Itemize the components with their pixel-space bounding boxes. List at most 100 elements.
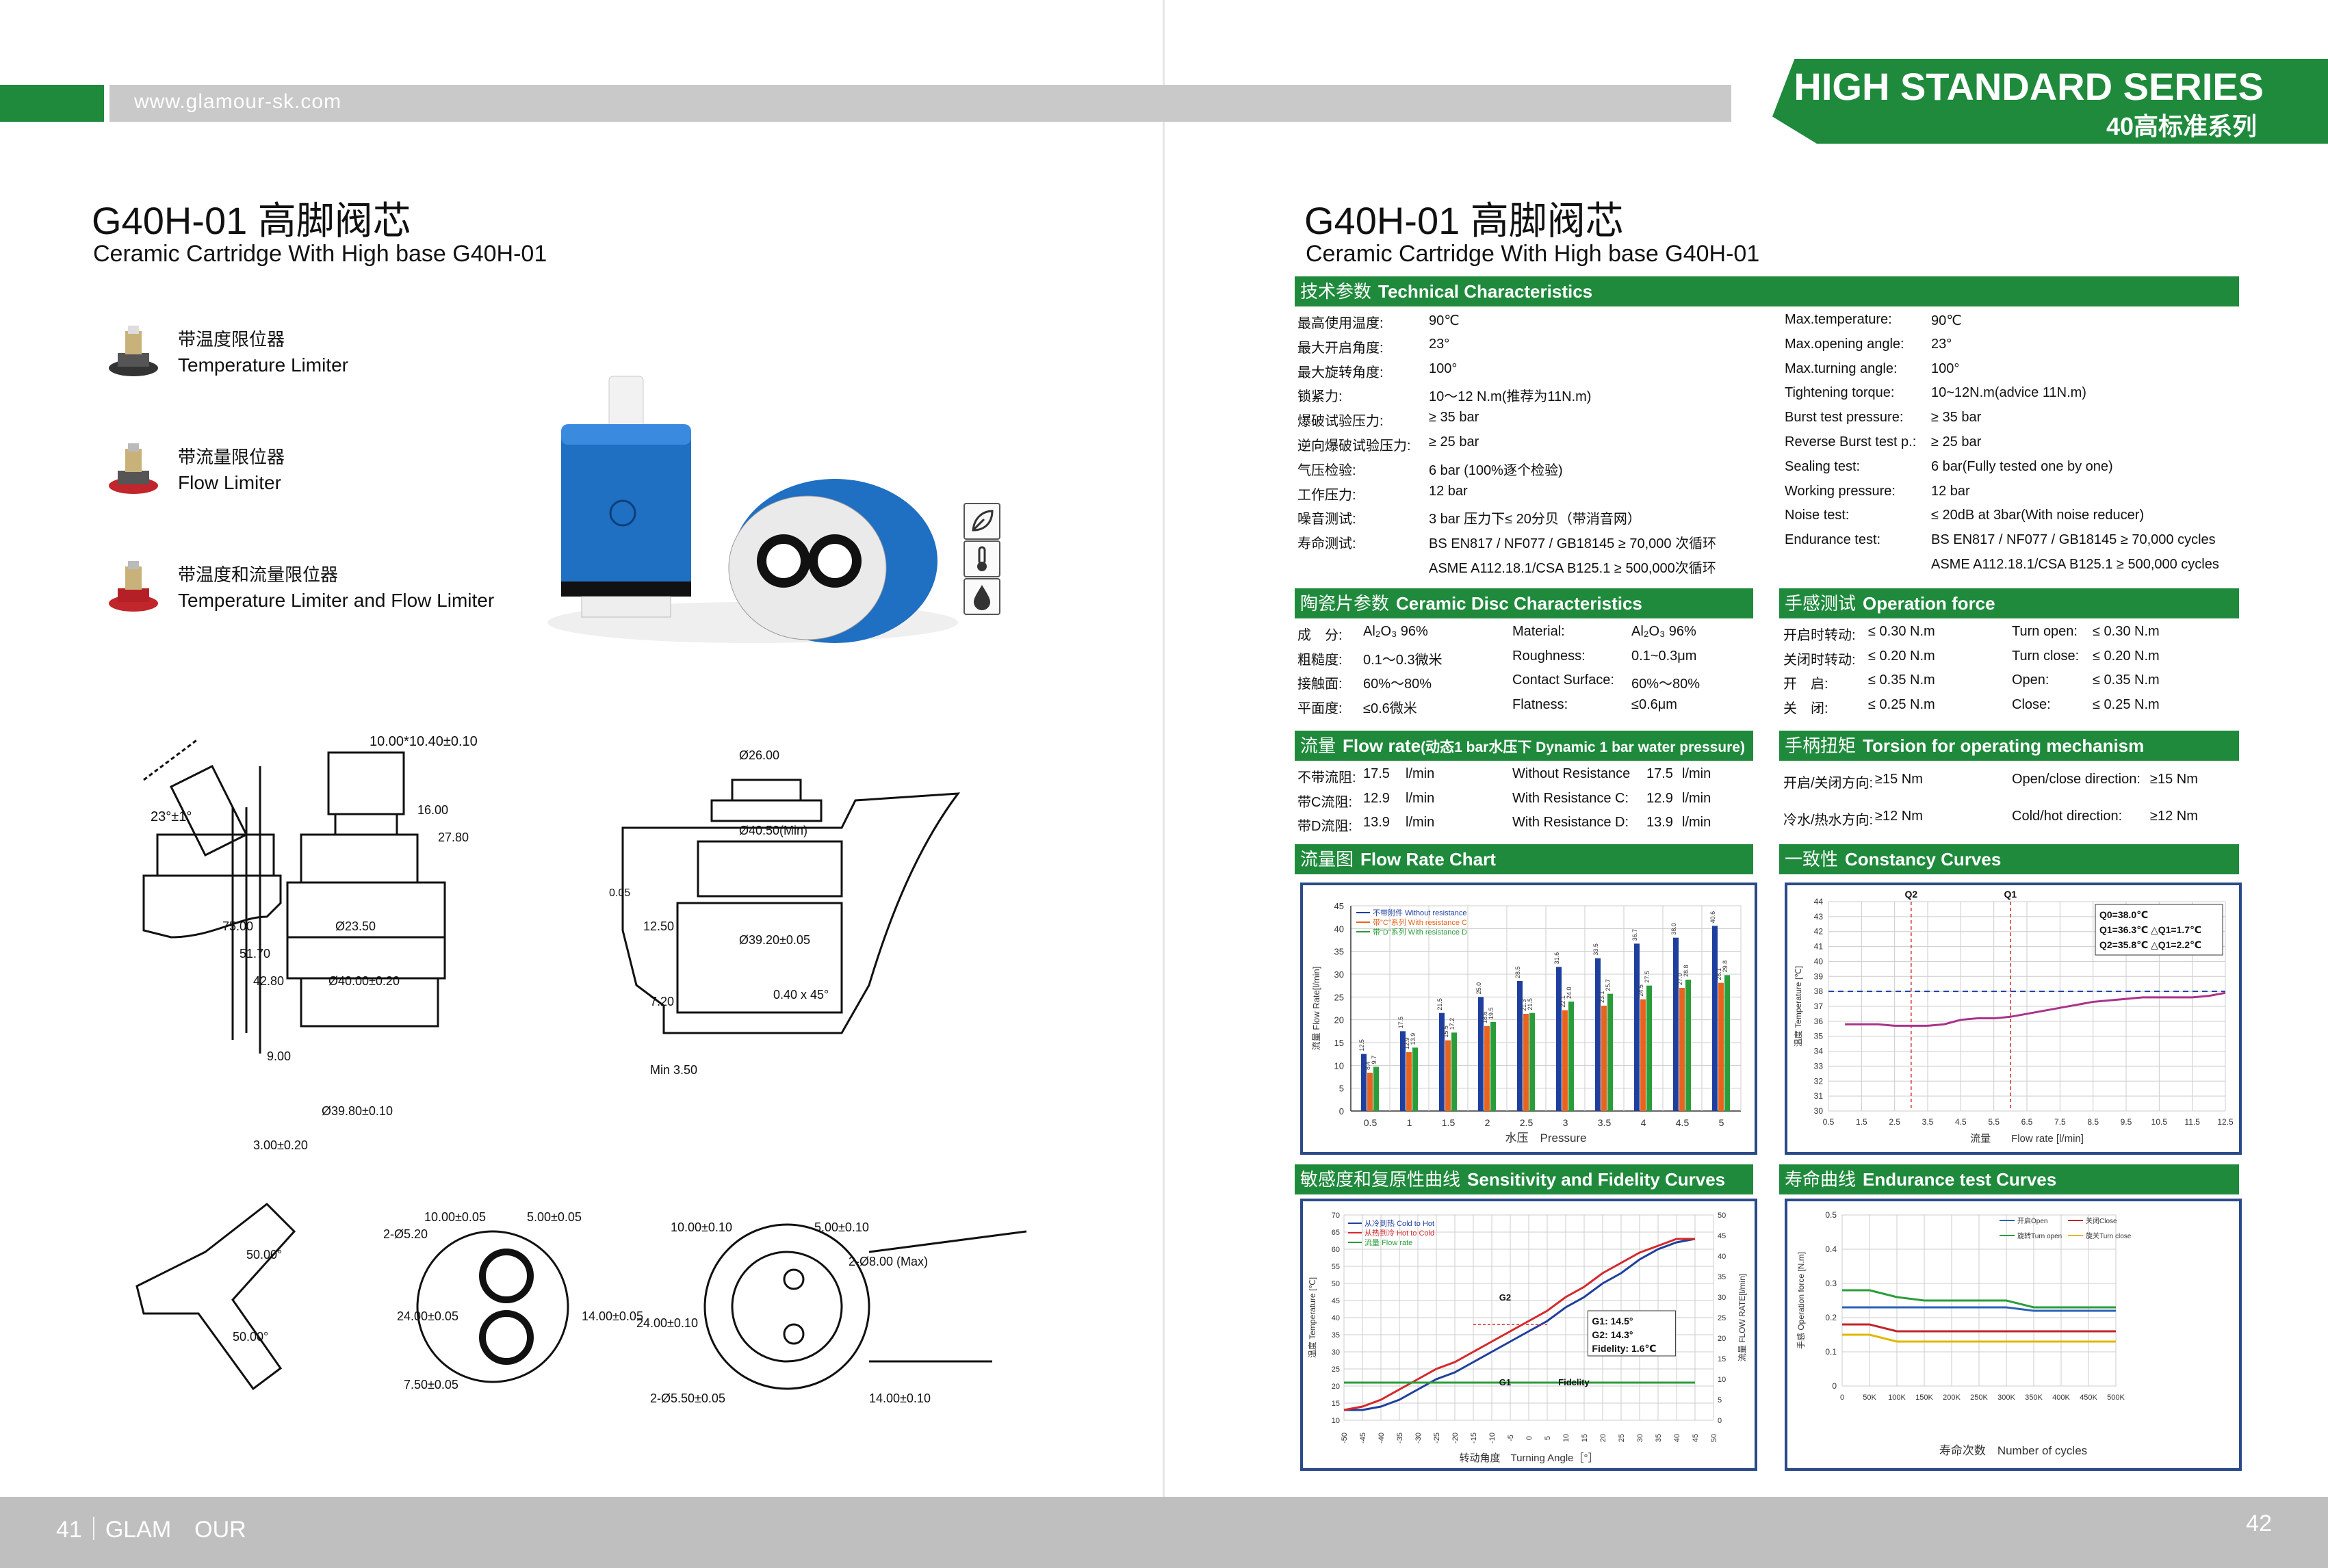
website-url[interactable]: www.glamour-sk.com bbox=[134, 90, 342, 113]
bar bbox=[1634, 943, 1640, 1111]
feature-label-cn: 带温度限位器 bbox=[178, 329, 285, 350]
series-title-en: 40 HIGH STANDARD SERIES bbox=[1740, 65, 2264, 108]
table-cell: 6 bar(Fully tested one by one) bbox=[1931, 458, 2113, 474]
y-tick-label: 35 bbox=[1814, 1032, 1824, 1041]
y-tick-label: 65 bbox=[1332, 1229, 1340, 1237]
table-cell: 带D流阻: bbox=[1297, 819, 1352, 834]
table-cell: ≥15 Nm bbox=[2150, 772, 2198, 787]
label-d15: 0.05 bbox=[609, 887, 630, 899]
x-tick-label: 200K bbox=[1943, 1394, 1961, 1402]
table-cell: Close: bbox=[2012, 696, 2051, 712]
url-accent bbox=[0, 85, 104, 122]
x-tick-label: -5 bbox=[1507, 1435, 1515, 1441]
top-view-body: 10.00±0.10 5.00±0.10 2-Ø8.00 (Max) 24.00… bbox=[636, 1220, 1027, 1405]
label-d33: 2-Ø5.50±0.05 bbox=[650, 1391, 725, 1405]
x-tick-label: 3.5 bbox=[1922, 1117, 1934, 1127]
series-title-cn: 40高标准系列 bbox=[2106, 112, 2257, 140]
x-tick-label: 50K bbox=[1863, 1394, 1876, 1402]
table-cell: Open/close direction: bbox=[2012, 772, 2141, 787]
table-cell: 13.9 bbox=[1646, 815, 1673, 830]
left-page bbox=[0, 0, 1163, 1568]
table-cell: 最大开启角度: bbox=[1297, 340, 1384, 356]
table-cell: 17.5 bbox=[1646, 766, 1673, 781]
feature-label-en: Flow Limiter bbox=[178, 472, 281, 493]
table-cell: 逆向爆破试验压力: bbox=[1297, 439, 1411, 454]
y-axis-label: 温度 Temperature [℃] bbox=[1307, 1277, 1317, 1358]
bar bbox=[1373, 1067, 1379, 1111]
left-page-title: G40H-01 高脚阀芯 bbox=[92, 199, 411, 242]
label-d7: 42.80 bbox=[253, 974, 284, 988]
table-cell: Noise test: bbox=[1785, 508, 1850, 523]
bar bbox=[1478, 997, 1484, 1111]
label-d1: 23°±1° bbox=[151, 809, 192, 824]
table-cell: Sealing test: bbox=[1785, 458, 1861, 474]
data-label: 31.6 bbox=[1553, 952, 1560, 965]
table-cell: ≤ 0.35 N.m bbox=[1868, 672, 1935, 688]
y-right-tick-label: 10 bbox=[1718, 1376, 1726, 1384]
footer-bar bbox=[0, 1497, 2328, 1568]
label-d8: Ø23.50 bbox=[335, 919, 376, 933]
left-page-number: 41｜GLAM OUR bbox=[56, 1517, 246, 1543]
data-label: 22.1 bbox=[1560, 995, 1566, 1008]
right-page-number: 42 bbox=[2246, 1511, 2272, 1537]
annotation-text: Q1=36.3℃ △Q1=1.7℃ bbox=[2099, 924, 2201, 935]
table-cell: 12.9 bbox=[1646, 790, 1673, 806]
bar bbox=[1412, 1047, 1418, 1111]
x-tick-label: 5 bbox=[1719, 1117, 1724, 1128]
x-tick-label: 4 bbox=[1641, 1117, 1646, 1128]
x-tick-label: 1 bbox=[1407, 1117, 1412, 1128]
sensitivity-chart-svg: 1015202530354045505560657005101520253035… bbox=[1307, 1212, 1747, 1464]
flow-rate-chart-svg: 0510152025303540450.512.58.49.7117.512.9… bbox=[1311, 901, 1742, 1145]
flow-chart-header-en: Flow Rate Chart bbox=[1360, 849, 1496, 870]
bar bbox=[1490, 1022, 1496, 1111]
bar bbox=[1484, 1026, 1490, 1111]
table-cell: Flatness: bbox=[1512, 696, 1568, 712]
label-d21: 50.00° bbox=[246, 1248, 282, 1262]
table-cell: 90℃ bbox=[1931, 313, 1962, 328]
table-cell: ≤ 0.35 N.m bbox=[2093, 672, 2160, 688]
temperature-limiter-icon bbox=[109, 326, 158, 376]
table-cell: ≤0.6μm bbox=[1631, 696, 1677, 712]
table-cell: l/min bbox=[1682, 815, 1711, 830]
bar bbox=[1685, 980, 1691, 1111]
x-axis-label: 水压 Pressure bbox=[1505, 1132, 1586, 1145]
label-d14: Ø40.50(Min) bbox=[739, 824, 807, 837]
y-tick-label: 55 bbox=[1332, 1263, 1340, 1271]
table-cell: ≤0.6微米 bbox=[1363, 701, 1417, 716]
series-line bbox=[1842, 1323, 2116, 1333]
series-line bbox=[1343, 1238, 1695, 1411]
table-cell: ≥ 25 bar bbox=[1931, 434, 1982, 449]
bar bbox=[1568, 1002, 1574, 1111]
y-tick-label: 0.3 bbox=[1825, 1279, 1837, 1288]
technical-drawing: 23°±1° 10.00*10.40±0.10 16.00 27.80 75.0… bbox=[135, 734, 1027, 1405]
x-tick-label: 40 bbox=[1673, 1434, 1681, 1442]
label-d3: 16.00 bbox=[417, 803, 448, 817]
table-cell: Without Resistance bbox=[1512, 766, 1631, 781]
data-label: 28.8 bbox=[1683, 965, 1690, 977]
data-label: 18.6 bbox=[1482, 1011, 1488, 1023]
y-tick-label: 10 bbox=[1332, 1417, 1340, 1425]
x-tick-label: 5 bbox=[1544, 1436, 1552, 1440]
x-tick-label: 3.5 bbox=[1598, 1117, 1612, 1128]
table-cell: 0.1~0.3μm bbox=[1631, 648, 1697, 664]
table-cell: 100° bbox=[1429, 361, 1458, 376]
table-cell: Cold/hot direction: bbox=[2012, 809, 2123, 824]
table-cell: ≤ 0.30 N.m bbox=[1868, 624, 1935, 639]
table-cell: Roughness: bbox=[1512, 648, 1586, 664]
data-label: 21.5 bbox=[1436, 998, 1443, 1010]
y-tick-label: 34 bbox=[1814, 1047, 1824, 1056]
bar bbox=[1556, 967, 1562, 1111]
legend-label: 开启Open bbox=[2017, 1216, 2047, 1225]
data-label: 9.7 bbox=[1371, 1056, 1378, 1064]
y-tick-label: 40 bbox=[1334, 924, 1344, 934]
y-tick-label: 35 bbox=[1332, 1331, 1340, 1340]
label-d22: 50.00° bbox=[233, 1330, 268, 1344]
table-cell: Turn open: bbox=[2012, 624, 2078, 639]
y-tick-label: 70 bbox=[1332, 1212, 1340, 1220]
x-tick-label: 3 bbox=[1563, 1117, 1568, 1128]
